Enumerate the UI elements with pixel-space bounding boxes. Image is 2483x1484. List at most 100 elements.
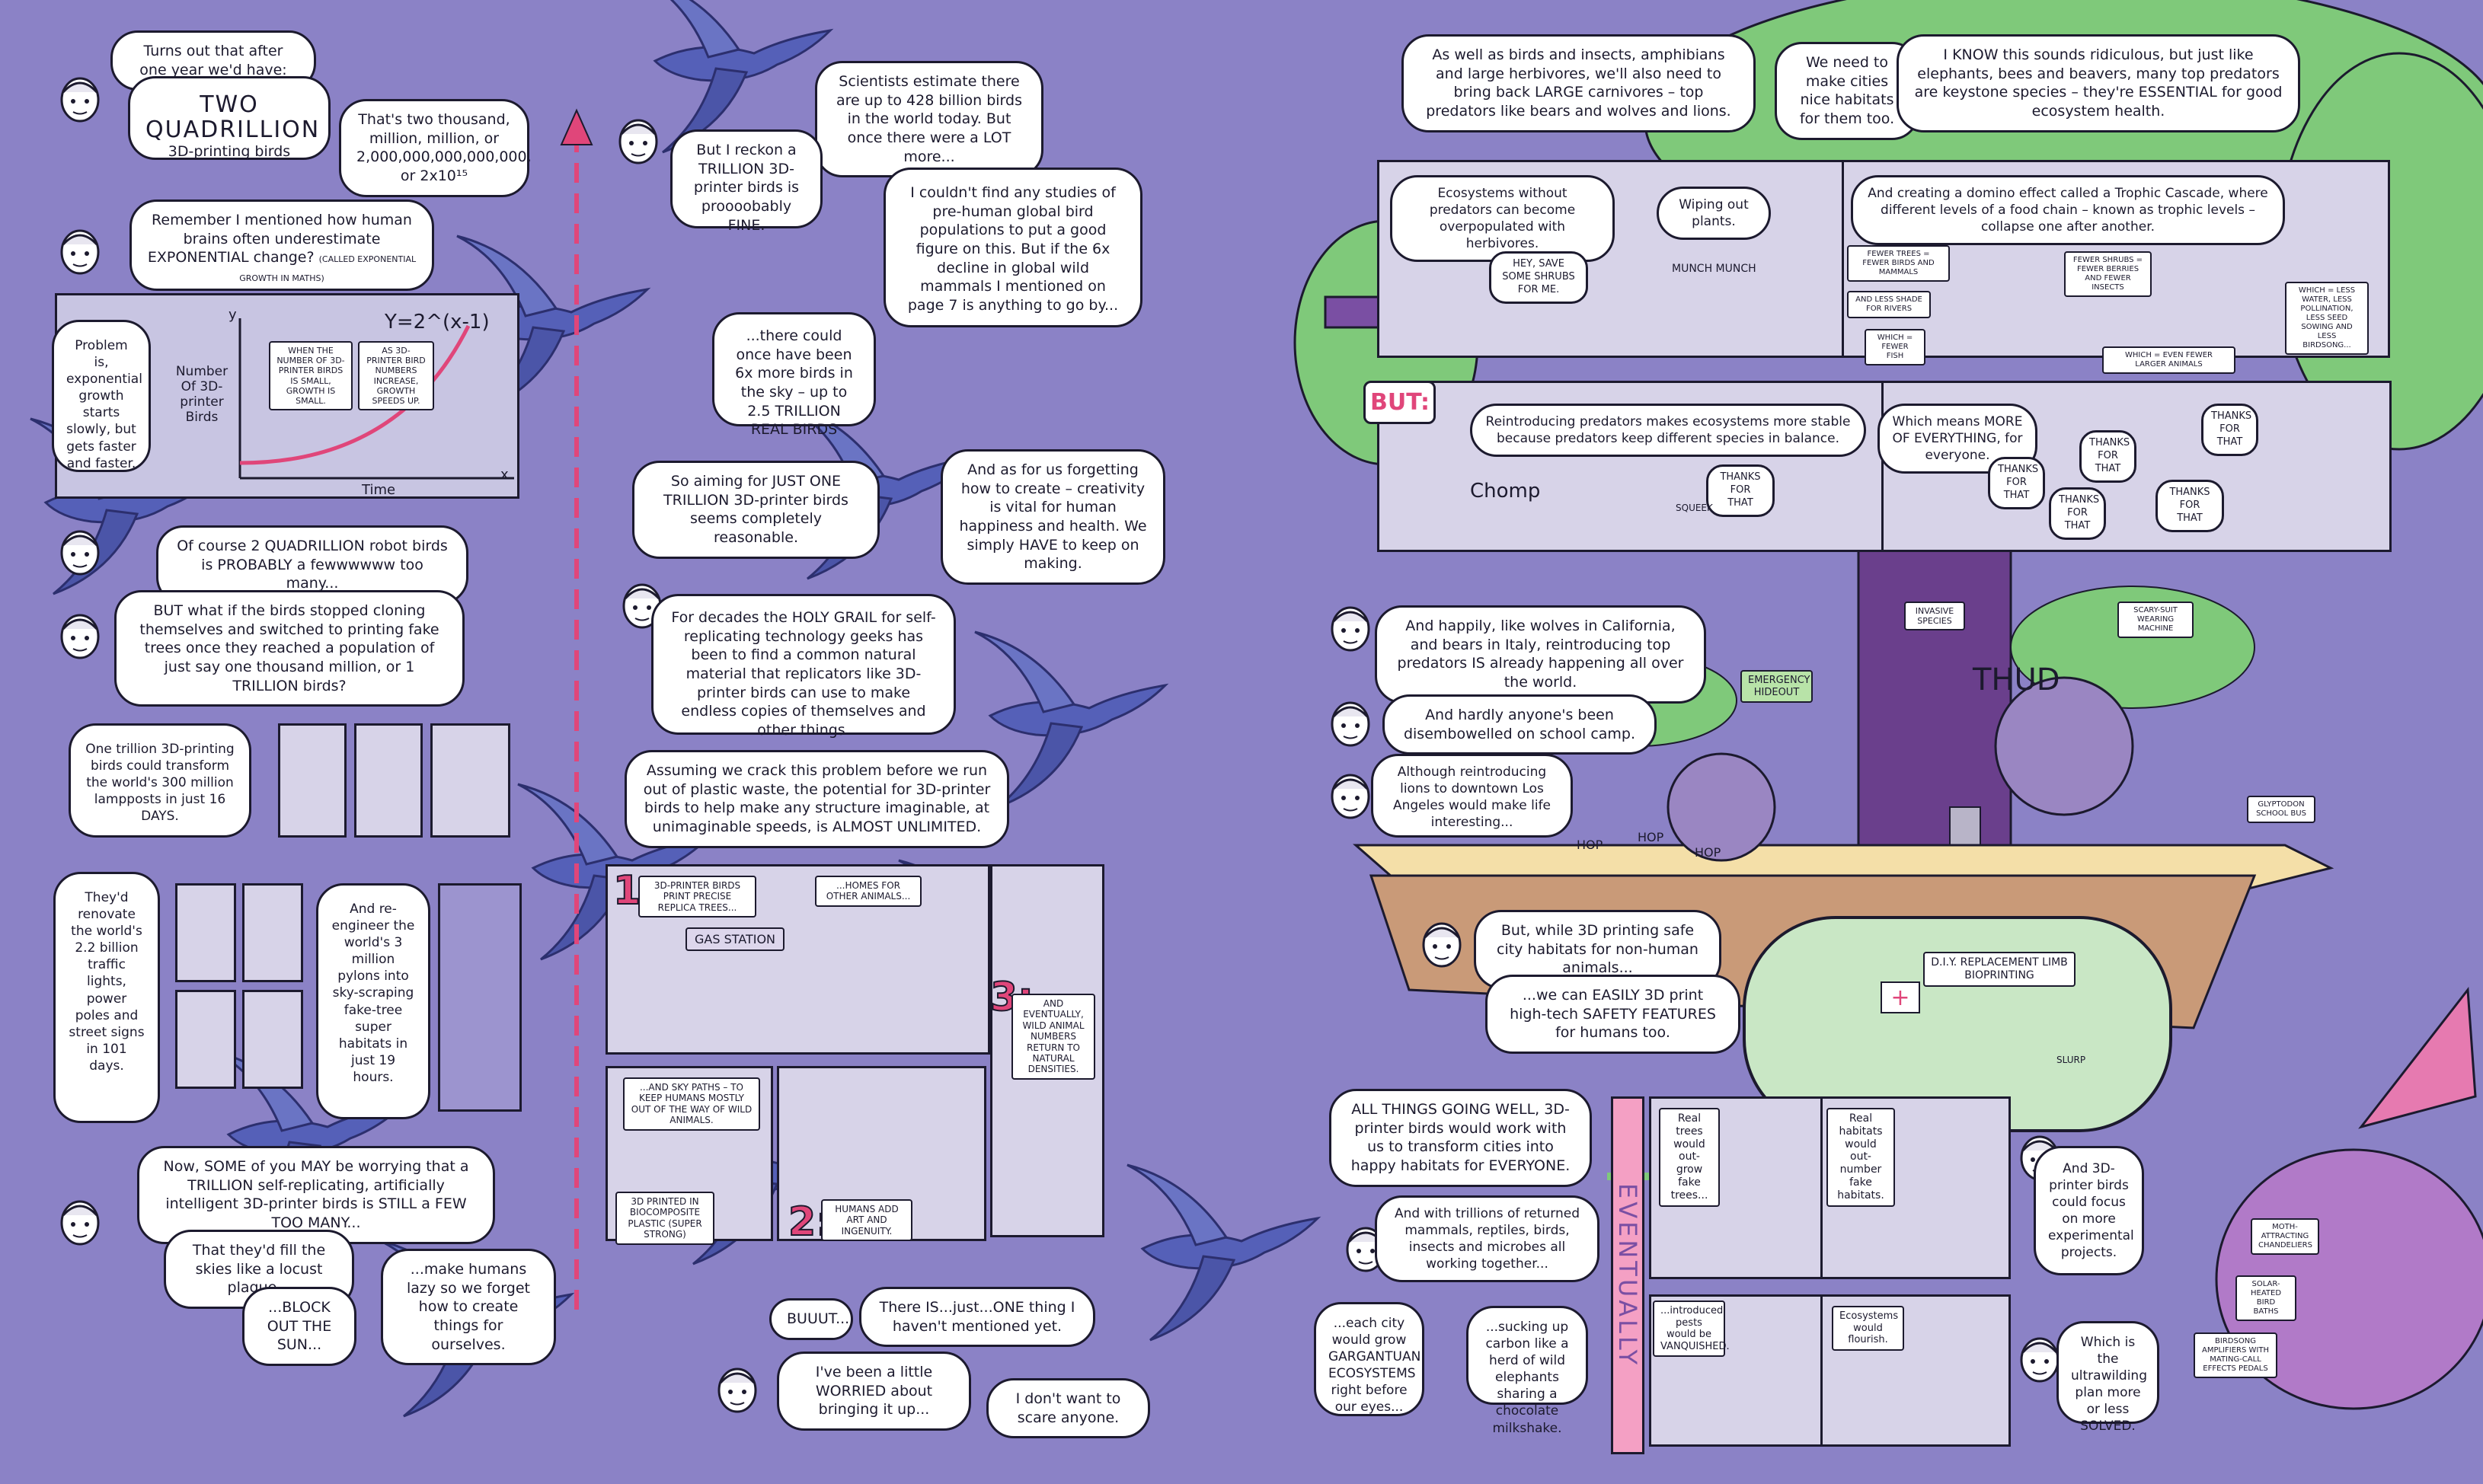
lions-bubble: Although reintroducing lions to downtown… [1371,754,1573,838]
emergency-sign: EMERGENCY HIDEOUT [1740,670,1813,704]
traffic-panel-1 [175,883,236,982]
biocomposite-caption: 3D PRINTED IN BIOCOMPOSITE PLASTIC (SUPE… [615,1192,714,1245]
glyptodon-caption: GLYPTODON SCHOOL BUS [2247,796,2315,823]
lampposts-bubble: One trillion 3D-printing birds could tra… [69,723,251,838]
author-face-icon [1331,701,1370,747]
experimental-bubble: And 3D-printer birds could focus on more… [2034,1146,2144,1275]
x-axis-letter: x [500,467,509,483]
creativity-bubble: And as for us forgetting how to create –… [941,449,1165,586]
quadrillion-sub: 3D-printing birds [168,143,291,160]
traffic-bubble: They'd renovate the world's 2.2 billion … [53,872,160,1123]
scary-suit-caption: SCARY-SUIT WEARING MACHINE [2117,602,2194,638]
graph-note-small: WHEN THE NUMBER OF 3D-PRINTER BIRDS IS S… [269,341,353,411]
buuut-bubble: BUUUT... [769,1298,853,1340]
thanks-bubble-2: THANKS FOR THAT [2079,430,2136,483]
amphibians-bubble: As well as birds and insects, amphibians… [1401,34,1756,132]
quadrillion-number-bubble: That's two thousand, million, million, o… [339,99,532,197]
invasive-caption: INVASIVE SPECIES [1904,602,1965,631]
less-shade-caption: AND LESS SHADE FOR RIVERS [1847,291,1931,318]
slurp-sfx: SLURP [2056,1055,2086,1065]
solved-bubble: Which is the ultrawilding plan more or l… [2056,1321,2159,1434]
flourish-caption: Ecosystems would flourish. [1832,1306,1904,1351]
gas-station-sign: GAS STATION [685,927,785,952]
thanks-bubble-6: THANKS FOR THAT [1988,457,2045,509]
scare-bubble: I don't want to scare anyone. [986,1378,1150,1439]
lamppost-panel-2 [354,723,423,838]
author-face-icon [60,530,100,576]
author-face-icon [1422,922,1462,968]
nice-habitats-bubble: We need to make cities nice habitats for… [1775,42,1919,140]
panel-2-caption: HUMANS ADD ART AND INGENUITY. [821,1199,912,1242]
scientists-bubble: Scientists estimate there are up to 428 … [815,61,1043,178]
block-sun-bubble: ...BLOCK OUT THE SUN... [242,1287,356,1367]
lamppost-panel-1 [278,723,347,838]
wiping-bubble: Wiping out plants. [1657,187,1771,241]
pylons-bubble: And re-engineer the world's 3 million py… [316,883,430,1119]
svg-text:+: + [1890,985,1909,1011]
amplifiers-caption: BIRDSONG AMPLIFIERS WITH MATING-CALL EFF… [2194,1332,2277,1378]
thud-sfx: THUD [1973,662,2060,697]
quadrillion-word: TWO QUADRILLION [145,91,321,143]
thanks-bubble-5: THANKS FOR THAT [2155,480,2224,532]
wolves-bubble: And happily, like wolves in California, … [1375,605,1706,704]
pests-caption: ...introduced pests would be VANQUISHED. [1653,1300,1730,1358]
easily-bubble: ...we can EASILY 3D print high-tech SAFE… [1485,975,1740,1055]
remember-text: Remember I mentioned how human brains of… [147,212,412,266]
limb-text: REPLACEMENT LIMB BIOPRINTING [1960,956,2068,981]
solar-caption: SOLAR-HEATED BIRD BATHS [2235,1275,2296,1321]
author-face-icon [60,614,100,659]
squeek-sfx: SQUEEK [1676,503,1713,513]
exponential-graph [238,318,514,480]
pylon-panel [438,883,522,1112]
aiming-bubble: So aiming for JUST ONE TRILLION 3D-print… [632,461,880,559]
carbon-bubble: ...sucking up carbon like a herd of wild… [1466,1306,1588,1436]
all-things-bubble: ALL THINGS GOING WELL, 3D-printer birds … [1329,1089,1592,1187]
trillions-bubble: And with trillions of returned mammals, … [1375,1195,1599,1283]
eventually-banner: EVENTUALLY [1611,1096,1644,1454]
author-face-icon [717,1368,757,1413]
holy-grail-bubble: For decades the HOLY GRAIL for self-repl… [651,594,956,739]
one-thing-bubble: There IS...just...ONE thing I haven't me… [859,1287,1095,1348]
but-label: BUT: [1363,381,1436,424]
author-face-icon [1331,606,1370,652]
disembowelled-bubble: And hardly anyone's been disembowelled o… [1382,694,1657,755]
exponential-curve [239,324,471,465]
remember-bubble: Remember I mentioned how human brains of… [129,199,434,291]
worrying-bubble: Now, SOME of you MAY be worrying that a … [137,1146,495,1244]
chomp-sfx: Chomp [1470,480,1541,503]
assuming-bubble: Assuming we crack this problem before we… [625,750,1009,848]
reintroducing-bubble: Reintroducing predators makes ecosystems… [1470,404,1866,458]
save-shrubs-bubble: HEY, SAVE SOME SHRUBS FOR ME. [1489,251,1588,304]
graph-formula: Y=2^(x-1) [385,311,490,334]
thanks-bubble-1: THANKS FOR THAT [1706,464,1775,517]
panel-1-caption: 3D-PRINTER BIRDS PRINT PRECISE REPLICA T… [638,876,756,918]
author-face-icon [60,1200,100,1246]
quadrillion-bubble: TWO QUADRILLION 3D-printing birds [128,76,331,160]
lamppost-panel-3 [430,723,510,838]
hop-sfx-1: HOP [1577,838,1603,852]
panel-3-caption: AND EVENTUALLY, WILD ANIMAL NUMBERS RETU… [1011,994,1095,1080]
y-axis-letter: y [228,307,237,323]
thanks-bubble-4: THANKS FOR THAT [2049,487,2106,540]
ridiculous-bubble: I KNOW this sounds ridiculous, but just … [1897,34,2300,132]
traffic-panel-3 [175,990,236,1089]
worried-bubble: I've been a little WORRIED about bringin… [777,1352,971,1431]
traffic-panel-2 [242,883,303,982]
lazy-bubble: ...make humans lazy so we forget how to … [381,1249,556,1366]
without-predators-bubble: Ecosystems without predators can become … [1390,175,1615,263]
moth-caption: MOTH-ATTRACTING CHANDELIERS [2251,1218,2319,1255]
hop-sfx-3: HOP [1695,845,1721,860]
problem-bubble: Problem is, exponential growth starts sl… [52,320,151,472]
graph-ylabel: Number Of 3D-printer Birds [175,364,228,425]
graph-xlabel: Time [362,482,396,498]
panel-1b-caption: ...HOMES FOR OTHER ANIMALS... [815,876,922,907]
graph-note-big: AS 3D-PRINTER BIRD NUMBERS INCREASE, GRO… [358,341,434,411]
traffic-panel-4 [242,990,303,1089]
diy-text: D.I.Y. [1931,956,1957,969]
bioprinting-sign: D.I.Y. REPLACEMENT LIMB BIOPRINTING [1923,952,2076,987]
six-x-bubble: ...there could once have been 6x more bi… [712,312,876,438]
studies-bubble: I couldn't find any studies of pre-human… [884,168,1142,327]
larger-animals-caption: WHICH = EVEN FEWER LARGER ANIMALS [2102,346,2235,374]
author-face-icon [60,229,100,275]
